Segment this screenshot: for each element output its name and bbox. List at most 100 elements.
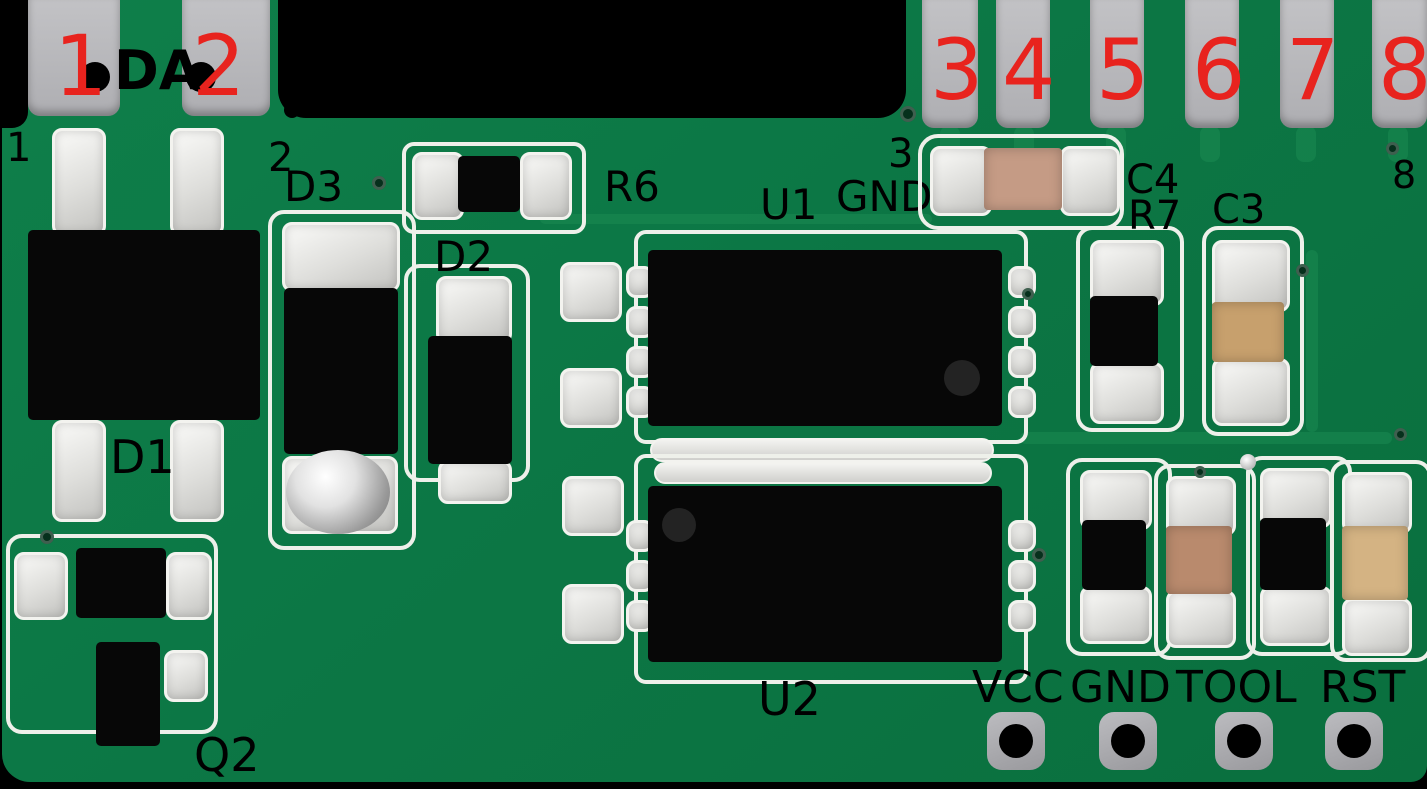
via: [40, 530, 54, 544]
board-top-notch: [278, 0, 906, 118]
castellated-pad-1: [28, 0, 120, 116]
d1-pad: [170, 420, 224, 522]
rst-label: RST: [1320, 662, 1406, 713]
u2-body: [648, 486, 1002, 662]
capacitor-body: [1342, 526, 1408, 600]
c3-label: C3: [1212, 187, 1266, 233]
d1-label: D1: [110, 430, 175, 484]
r6-pad: [412, 152, 464, 220]
gnd-label: GND: [1070, 662, 1171, 713]
q2-tab: [96, 642, 160, 746]
u1-label: U1: [760, 180, 818, 229]
pad-3-silk-number: 3: [888, 131, 914, 177]
smd-pad: [562, 584, 624, 644]
u1-pin: [1008, 346, 1036, 378]
pin-6-number: 6: [1192, 21, 1246, 119]
pad-8-silk-number: 8: [1392, 153, 1417, 197]
component-pad: [1260, 586, 1332, 646]
u2-label: U2: [758, 672, 821, 726]
component-pad: [1166, 590, 1236, 648]
tool-label: TOOL: [1176, 662, 1297, 713]
mounting-hole: [284, 102, 300, 118]
pin-7-number: 7: [1286, 21, 1340, 119]
component-silkscreen: [1154, 464, 1256, 660]
d2-body: [428, 336, 512, 464]
u1-pin1-dimple: [944, 360, 980, 396]
via: [900, 106, 916, 122]
castellated-pad-2: [182, 0, 270, 116]
c4-body: [984, 148, 1062, 210]
hole: [1227, 724, 1261, 758]
trace: [1296, 126, 1316, 162]
r7-pad: [1090, 362, 1164, 424]
c4-pad: [930, 146, 992, 216]
r6-pad: [520, 152, 572, 220]
d2-pad: [438, 460, 512, 504]
r7-silkscreen: [1076, 226, 1184, 432]
gnd-through-hole: [1099, 712, 1157, 770]
r6-body: [458, 156, 520, 212]
u1-pin: [1008, 386, 1036, 418]
hole: [1337, 724, 1371, 758]
c3-body: [1212, 302, 1284, 362]
r6-silkscreen: [402, 142, 586, 234]
d2-label: D2: [434, 232, 494, 281]
via: [1032, 548, 1046, 562]
via: [1386, 142, 1399, 155]
via: [1394, 428, 1407, 441]
pin-1-number: 1: [54, 17, 108, 115]
trace: [1200, 126, 1220, 162]
via: [1022, 288, 1034, 300]
pad-1-hole: [80, 62, 110, 92]
u2-pin: [1008, 560, 1036, 592]
d2-pad: [436, 276, 512, 344]
via: [372, 176, 386, 190]
c4-pad: [1060, 146, 1120, 216]
d3-pad: [282, 222, 400, 292]
r6-label: R6: [604, 162, 660, 211]
castellated-pad-6: [1185, 0, 1239, 128]
vcc-label: VCC: [972, 662, 1064, 713]
castellated-pad-5: [1090, 0, 1144, 128]
d1-pad: [52, 128, 106, 236]
d1-pad: [170, 128, 224, 236]
c3-silkscreen: [1202, 226, 1304, 436]
component-body: [1260, 518, 1326, 590]
solder-blob: [286, 450, 390, 534]
trace: [1020, 432, 1392, 444]
q2-pad: [164, 650, 208, 702]
hole: [1111, 724, 1145, 758]
u2-pin1-dimple: [662, 508, 696, 542]
q2-pad: [166, 552, 212, 620]
d1-body: [28, 230, 260, 420]
via: [1194, 466, 1206, 478]
component-pad: [1342, 598, 1412, 656]
pin-2-number: 2: [192, 17, 246, 115]
q2-label: Q2: [194, 728, 260, 782]
silkscreen-bar: [654, 462, 992, 484]
via: [1296, 264, 1309, 277]
component-silkscreen: [1330, 460, 1427, 662]
u1-pin: [1008, 306, 1036, 338]
r7-body: [1090, 296, 1158, 366]
u1-body: [648, 250, 1002, 426]
c4-label: C4: [1126, 157, 1180, 203]
da-label: DA: [114, 39, 201, 102]
pin-8-number: 8: [1378, 21, 1427, 119]
c3-pad: [1212, 240, 1290, 312]
pad-1-silk-number: 1: [6, 125, 32, 171]
rst-through-hole: [1325, 712, 1383, 770]
smd-pad: [562, 476, 624, 536]
d1-pad: [52, 420, 106, 522]
pin-5-number: 5: [1096, 21, 1150, 119]
u2-pin: [1008, 520, 1036, 552]
component-pad: [1080, 586, 1152, 644]
c4-silkscreen: [918, 134, 1124, 230]
d3-label: D3: [284, 162, 344, 211]
silkscreen-bar: [650, 438, 994, 462]
gnd-top-label: GND: [836, 172, 933, 221]
tool-through-hole: [1215, 712, 1273, 770]
d3-body: [284, 288, 398, 454]
smd-pad: [560, 262, 622, 322]
